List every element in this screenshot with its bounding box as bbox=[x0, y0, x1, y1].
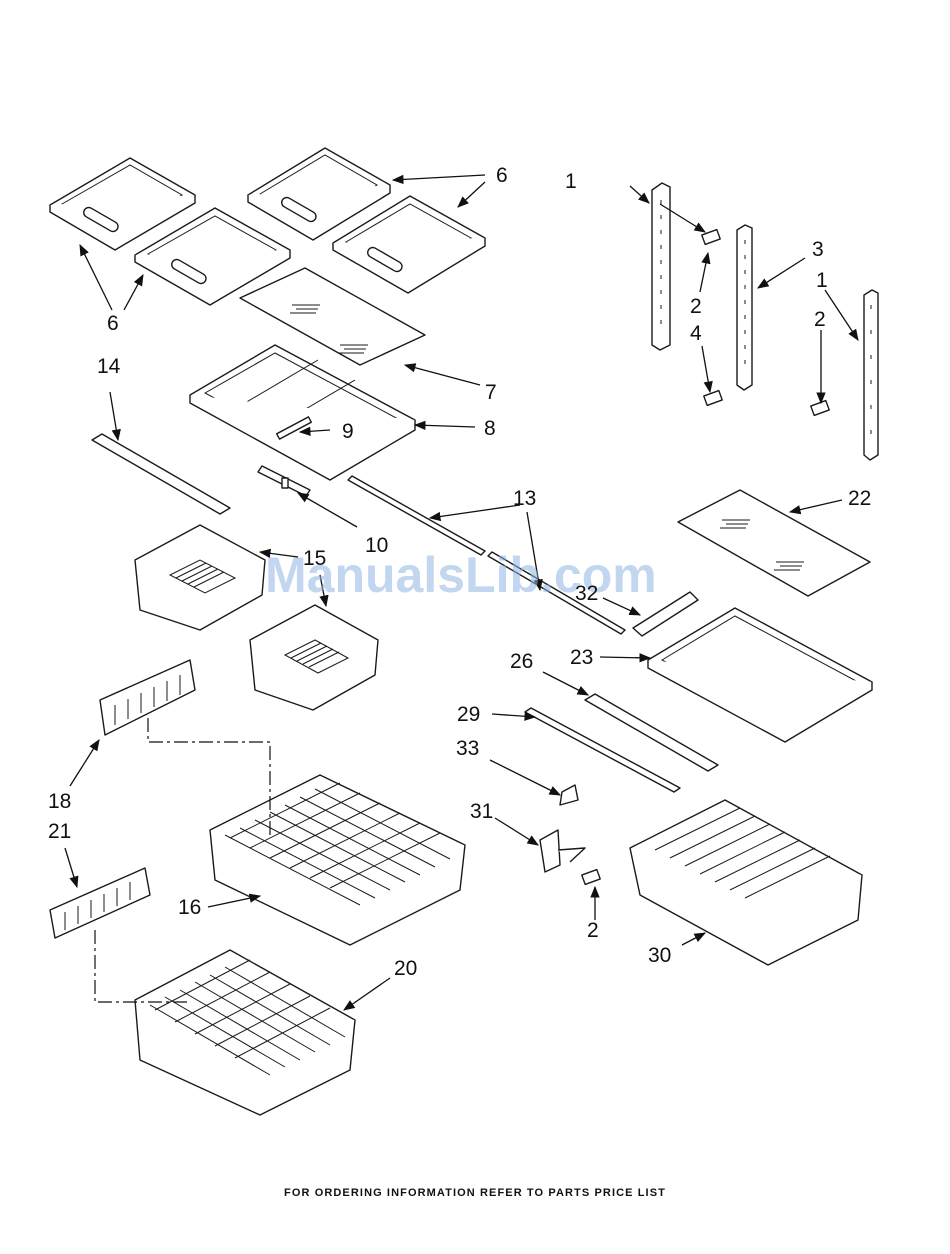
support-rail bbox=[525, 708, 680, 792]
callout-1: 1 bbox=[565, 170, 577, 193]
crisper-bin-right bbox=[250, 605, 378, 710]
callout-20: 20 bbox=[394, 957, 417, 980]
callout-22: 22 bbox=[848, 487, 871, 510]
callout-33: 33 bbox=[456, 737, 479, 760]
callout-4: 4 bbox=[690, 322, 702, 345]
screw-mid bbox=[704, 391, 722, 406]
crisper-bin-left bbox=[135, 525, 265, 630]
callout-29: 29 bbox=[457, 703, 480, 726]
screw-lower bbox=[582, 870, 600, 885]
front-trim-right bbox=[585, 694, 718, 771]
callout-6: 6 bbox=[496, 164, 508, 187]
storage-pan bbox=[630, 800, 862, 965]
shelf-rail-center bbox=[737, 225, 752, 390]
callout-2: 2 bbox=[587, 919, 599, 942]
humidity-control-slide bbox=[258, 466, 310, 496]
callout-7: 7 bbox=[485, 381, 497, 404]
callout-8: 8 bbox=[484, 417, 496, 440]
front-trim-left bbox=[92, 434, 230, 514]
wire-basket-upper bbox=[210, 775, 465, 945]
glass-shelf-right bbox=[678, 490, 870, 596]
ordering-information-footer: FOR ORDERING INFORMATION REFER TO PARTS … bbox=[0, 1187, 950, 1199]
wire-basket-lower bbox=[135, 950, 355, 1115]
callout-23: 23 bbox=[570, 646, 593, 669]
callout-10: 10 bbox=[365, 534, 388, 557]
callout-21: 21 bbox=[48, 820, 71, 843]
callout-30: 30 bbox=[648, 944, 671, 967]
callout-2: 2 bbox=[814, 308, 826, 331]
callout-14: 14 bbox=[97, 355, 121, 378]
shelf-rail-right bbox=[864, 290, 878, 460]
callout-15: 15 bbox=[303, 547, 326, 570]
callout-16: 16 bbox=[178, 896, 201, 919]
mounting-bracket bbox=[540, 830, 585, 872]
callout-3: 3 bbox=[812, 238, 824, 261]
callout-9: 9 bbox=[342, 420, 354, 443]
callout-13: 13 bbox=[513, 487, 536, 510]
callout-2: 2 bbox=[690, 295, 702, 318]
callout-31: 31 bbox=[470, 800, 493, 823]
crisper-frame bbox=[190, 345, 415, 480]
callout-18: 18 bbox=[48, 790, 71, 813]
screw-right bbox=[811, 401, 829, 416]
callout-32: 32 bbox=[575, 582, 598, 605]
mounting-clip bbox=[560, 785, 578, 805]
callout-26: 26 bbox=[510, 650, 533, 673]
basket-support-lower bbox=[50, 868, 150, 938]
pan-frame bbox=[648, 608, 872, 742]
callout-1: 1 bbox=[816, 269, 828, 292]
callout-6: 6 bbox=[107, 312, 119, 335]
